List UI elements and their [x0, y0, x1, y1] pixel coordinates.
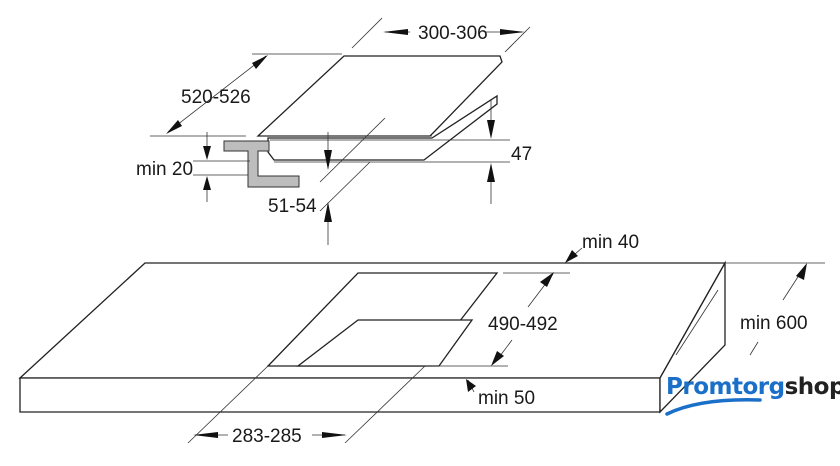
hob-dimension-lines: [150, 17, 531, 245]
label-worktop-depth: min 600: [740, 313, 808, 334]
logo-part1: Promtorg: [666, 374, 785, 400]
hob-drawing: [223, 55, 503, 188]
label-hob-depth: 520-526: [181, 87, 251, 108]
label-hob-width: 300-306: [418, 23, 488, 44]
worktop-side-face: [659, 260, 726, 414]
label-worktop-min: min 20: [136, 159, 193, 180]
logo-swoosh: [665, 398, 762, 416]
worktop-drawing: [18, 260, 727, 414]
label-back-distance: min 40: [582, 232, 639, 253]
promtorgshop-logo: Promtorgshop: [666, 374, 840, 400]
worktop-front-face: [19, 377, 661, 413]
label-hob-height: 47: [511, 144, 532, 165]
label-cutout-length: 490-492: [488, 314, 558, 335]
hob-body: [267, 94, 498, 161]
worktop-bracket: [223, 140, 300, 188]
worktop-dimension-lines: [187, 247, 825, 444]
label-front-distance: min 50: [478, 388, 535, 409]
logo-part2: shop: [784, 374, 840, 400]
label-cutout-width: 283-285: [232, 426, 302, 447]
label-cutout-depth: 51-54: [268, 196, 317, 217]
